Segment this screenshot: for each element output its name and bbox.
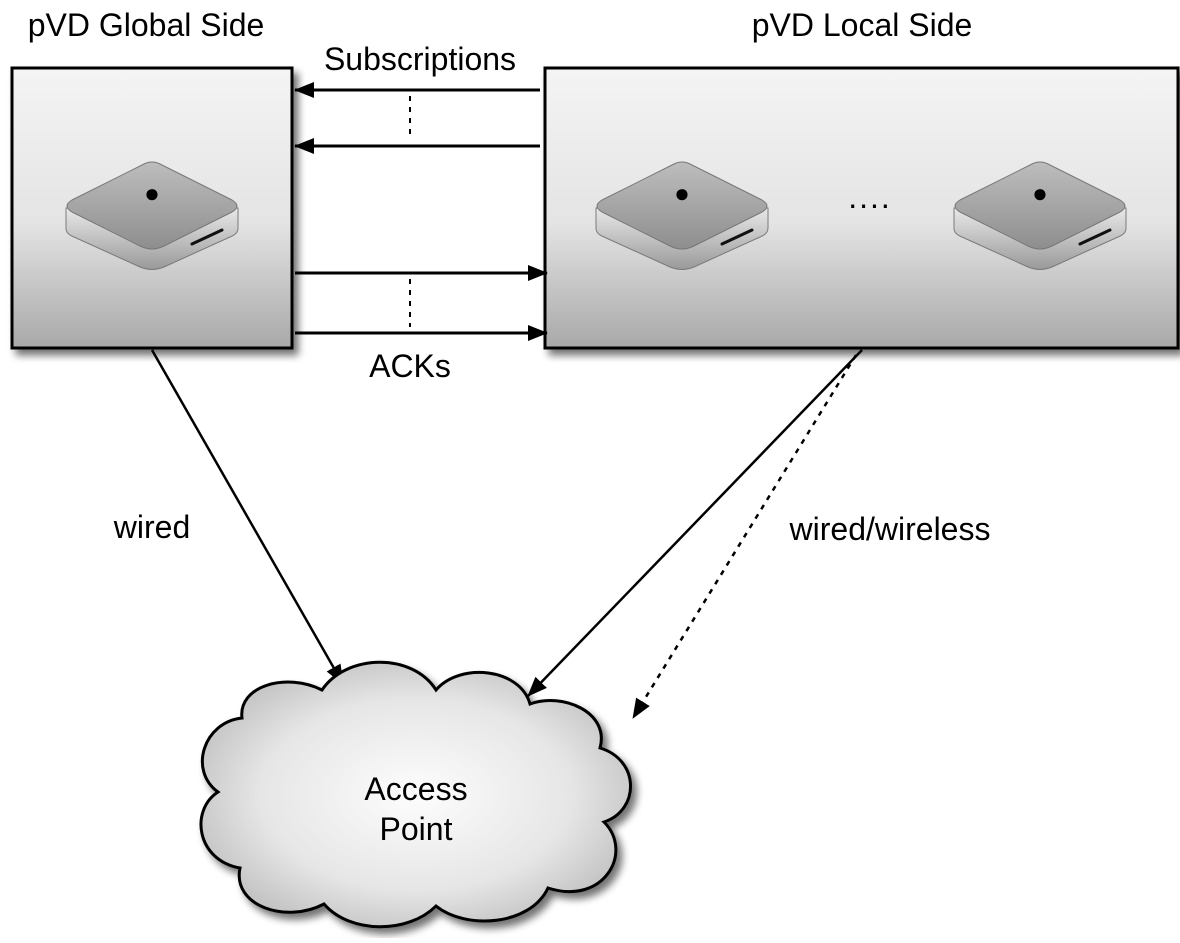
local-side-title: pVD Local Side: [752, 7, 973, 43]
mac-mini-icon: ●: [952, 160, 1128, 271]
acks-label: ACKs: [369, 348, 451, 384]
access-point-cloud: [199, 660, 632, 929]
wired-wireless-link-arrow: [527, 349, 863, 697]
apple-logo-icon: ●: [1032, 178, 1048, 208]
subscriptions-label: Subscriptions: [324, 41, 516, 77]
wireless-dotted-link-arrow: [631, 354, 858, 719]
wired-link-arrow: [150, 349, 345, 685]
mac-mini-icon: ●: [64, 160, 240, 271]
apple-logo-icon: ●: [144, 178, 160, 208]
ellipsis-label: ....: [848, 179, 892, 215]
wired-label: wired: [113, 509, 190, 545]
access-point-label-line1: Access: [364, 771, 467, 807]
access-point-label-line2: Point: [380, 811, 453, 847]
wired-wireless-label: wired/wireless: [789, 511, 991, 547]
mac-mini-icon: ●: [594, 160, 770, 271]
apple-logo-icon: ●: [674, 178, 690, 208]
global-side-title: pVD Global Side: [28, 7, 265, 43]
